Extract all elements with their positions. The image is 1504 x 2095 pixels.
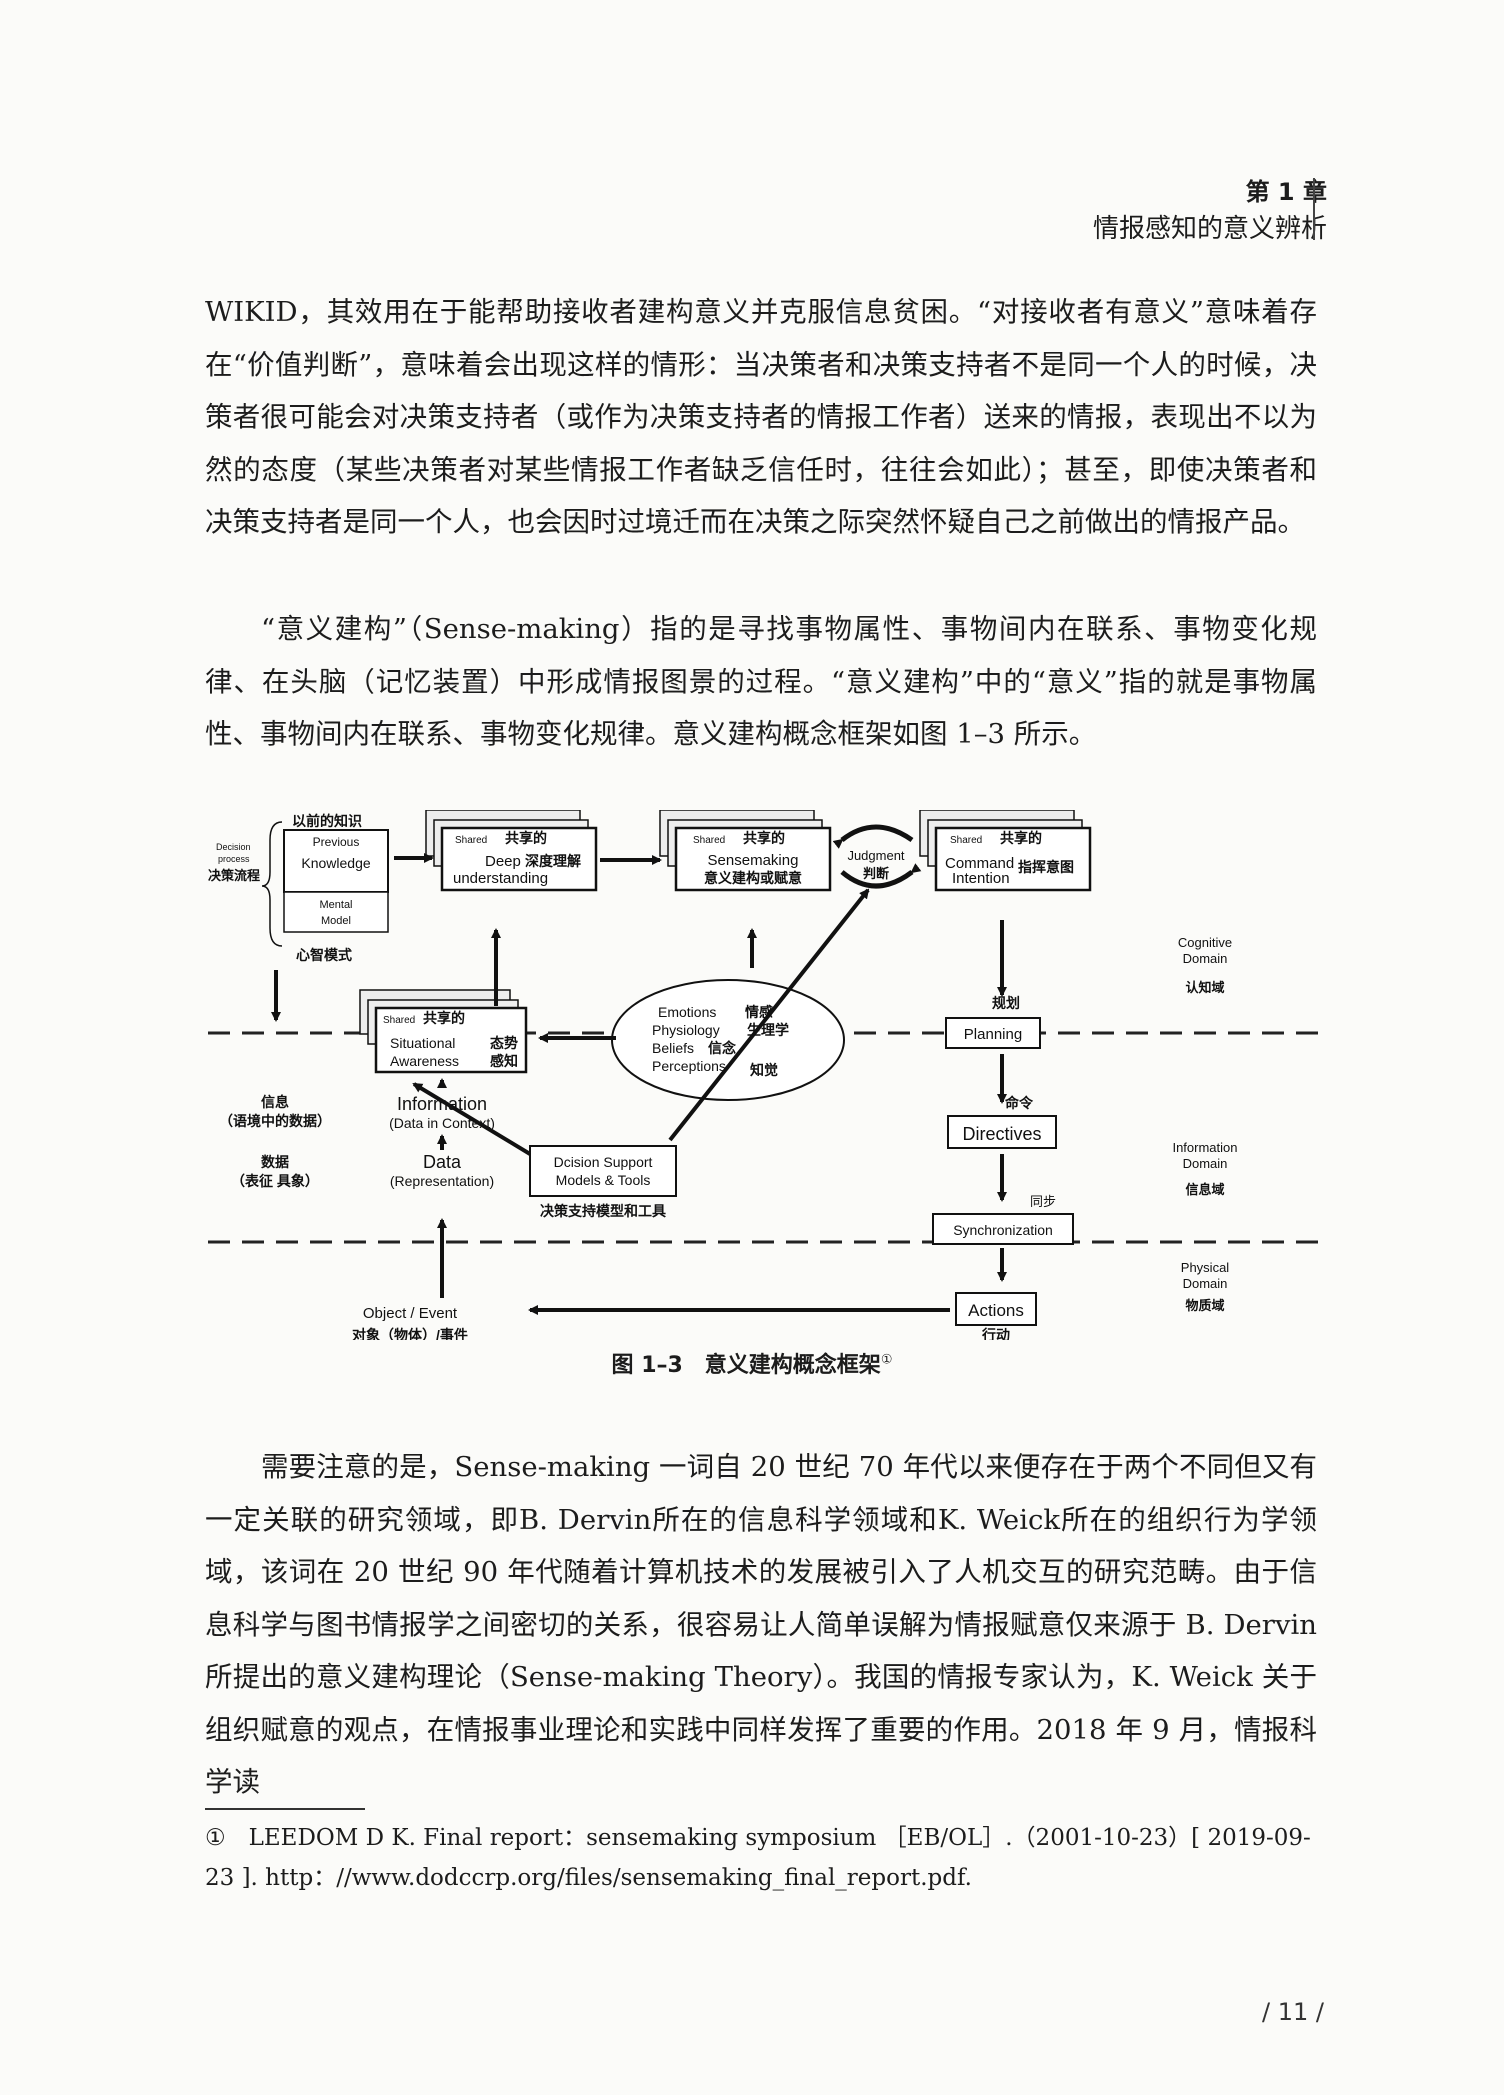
directives-box: 命令 Directives — [947, 1095, 1057, 1149]
svg-text:以前的知识: 以前的知识 — [292, 813, 362, 829]
svg-text:态势: 态势 — [490, 1035, 518, 1051]
svg-text:Domain: Domain — [1183, 1156, 1228, 1171]
svg-text:决策支持模型和工具: 决策支持模型和工具 — [540, 1203, 666, 1219]
svg-text:知觉: 知觉 — [750, 1062, 778, 1078]
paragraph-1: WIKID，其效用在于能帮助接收者建构意义并克服信息贫困。“对接收者有意义”意味… — [205, 296, 1317, 538]
svg-text:Mental: Mental — [319, 899, 352, 911]
svg-text:生理学: 生理学 — [747, 1022, 789, 1038]
svg-text:Decision: Decision — [216, 842, 251, 852]
svg-text:Directives: Directives — [962, 1124, 1041, 1144]
svg-text:认知域: 认知域 — [1185, 980, 1224, 995]
svg-text:Awareness: Awareness — [390, 1053, 459, 1069]
svg-text:Sensemaking: Sensemaking — [708, 852, 799, 869]
svg-text:Command: Command — [945, 855, 1014, 872]
svg-text:行动: 行动 — [981, 1327, 1010, 1340]
svg-text:Judgment: Judgment — [847, 848, 904, 863]
svg-text:共享的: 共享的 — [743, 830, 785, 846]
svg-text:信息域: 信息域 — [1185, 1182, 1224, 1197]
svg-text:Knowledge: Knowledge — [301, 855, 370, 871]
svg-text:数据: 数据 — [261, 1154, 289, 1170]
svg-text:深度理解: 深度理解 — [525, 853, 581, 869]
svg-text:判断: 判断 — [863, 866, 889, 881]
svg-text:(Representation): (Representation) — [390, 1173, 494, 1189]
svg-text:Shared: Shared — [383, 1015, 415, 1026]
svg-text:Shared: Shared — [693, 835, 725, 846]
svg-text:Model: Model — [321, 915, 351, 927]
svg-text:意义建构或赋意: 意义建构或赋意 — [704, 870, 802, 886]
svg-text:Planning: Planning — [964, 1026, 1022, 1043]
paragraph-2: “意义建构”（Sense-making）指的是寻找事物属性、事物间内在联系、事物… — [205, 613, 1317, 750]
svg-text:Dcision Support: Dcision Support — [554, 1154, 653, 1170]
svg-text:心智模式: 心智模式 — [296, 947, 352, 963]
svg-text:process: process — [218, 854, 250, 864]
svg-text:Previous: Previous — [313, 835, 360, 849]
svg-text:Emotions: Emotions — [658, 1004, 716, 1020]
deep-understanding-box: Shared 共享的 Deep 深度理解 understanding — [425, 810, 598, 892]
cognitive-domain-label: Cognitive — [1178, 935, 1232, 950]
figure-caption: 图 1–3 意义建构概念框架① — [611, 1352, 893, 1378]
decision-support-box: Dcision Support Models & Tools 决策支持模型和工具 — [529, 1145, 677, 1219]
svg-text:（语境中的数据）: （语境中的数据） — [219, 1113, 331, 1129]
svg-text:决策流程: 决策流程 — [208, 868, 260, 883]
figure-arrows — [271, 853, 1007, 1315]
command-intention-box: Shared 共享的 Command 指挥意图 Intention — [919, 810, 1092, 892]
physical-domain-label: Physical — [1181, 1260, 1230, 1275]
svg-text:信念: 信念 — [708, 1040, 737, 1056]
running-header-title: 情报感知的意义辨析 — [1092, 214, 1327, 244]
svg-text:共享的: 共享的 — [505, 830, 547, 846]
svg-text:物质域: 物质域 — [1185, 1298, 1224, 1313]
judgment-cycle: Judgment 判断 — [832, 824, 922, 889]
information-domain-label: Information — [1172, 1140, 1237, 1155]
footnote: ① LEEDOM D K. Final report：sensemaking s… — [205, 1825, 1311, 1891]
planning-box: 规划 Planning — [945, 995, 1041, 1049]
svg-text:Domain: Domain — [1183, 951, 1228, 966]
information-data-labels: 信息 （语境中的数据） 数据 （表征 具象） Information (Data… — [219, 1094, 495, 1189]
svg-text:Shared: Shared — [455, 835, 487, 846]
decision-process-block: Decision process 决策流程 以前的知识 Previous Kno… — [208, 813, 389, 963]
svg-text:Domain: Domain — [1183, 1276, 1228, 1291]
svg-text:Synchronization: Synchronization — [953, 1222, 1053, 1238]
svg-text:Actions: Actions — [968, 1301, 1024, 1320]
svg-text:信息: 信息 — [261, 1094, 289, 1110]
svg-text:（表征 具象）: （表征 具象） — [231, 1173, 319, 1189]
situational-awareness-box: Shared 共享的 Situational Awareness 态势 感知 — [359, 989, 528, 1074]
paragraph-3: 需要注意的是，Sense-making 一词自 20 世纪 70 年代以来便存在… — [205, 1451, 1317, 1798]
actions-box: Actions 行动 — [955, 1292, 1037, 1340]
svg-text:命令: 命令 — [1004, 1095, 1034, 1111]
footnote-rule — [205, 1808, 365, 1810]
sensemaking-box: Shared 共享的 Sensemaking 意义建构或赋意 — [659, 810, 832, 892]
svg-text:Information: Information — [397, 1094, 487, 1114]
svg-text:Perceptions: Perceptions — [652, 1058, 726, 1074]
svg-text:Beliefs: Beliefs — [652, 1040, 694, 1056]
svg-text:感知: 感知 — [490, 1053, 518, 1069]
object-event-label: Object / Event — [363, 1305, 458, 1322]
svg-text:Physiology: Physiology — [652, 1022, 720, 1038]
emotions-ellipse: Emotions 情感 Physiology 生理学 Beliefs 信念 Pe… — [611, 979, 845, 1101]
svg-text:共享的: 共享的 — [423, 1010, 465, 1026]
synchronization-box: 同步 Synchronization — [932, 1194, 1074, 1245]
svg-text:Situational: Situational — [390, 1035, 455, 1051]
svg-text:Data: Data — [423, 1152, 462, 1172]
svg-text:Deep: Deep — [485, 853, 521, 870]
sensemaking-framework-figure: Decision process 决策流程 以前的知识 Previous Kno… — [208, 810, 1320, 1340]
header-rule — [1313, 178, 1315, 240]
svg-text:understanding: understanding — [453, 870, 548, 887]
svg-text:同步: 同步 — [1030, 1194, 1056, 1209]
svg-text:指挥意图: 指挥意图 — [1018, 859, 1074, 875]
page-number: / 11 / — [1262, 1998, 1324, 2026]
svg-text:共享的: 共享的 — [1000, 830, 1042, 846]
svg-text:对象（物体）/事件: 对象（物体）/事件 — [352, 1327, 468, 1340]
svg-text:Shared: Shared — [950, 835, 982, 846]
svg-text:规划: 规划 — [992, 995, 1020, 1011]
figure-footnote-mark: ① — [880, 1352, 893, 1368]
svg-text:Intention: Intention — [952, 870, 1010, 887]
svg-text:Models & Tools: Models & Tools — [556, 1172, 651, 1188]
